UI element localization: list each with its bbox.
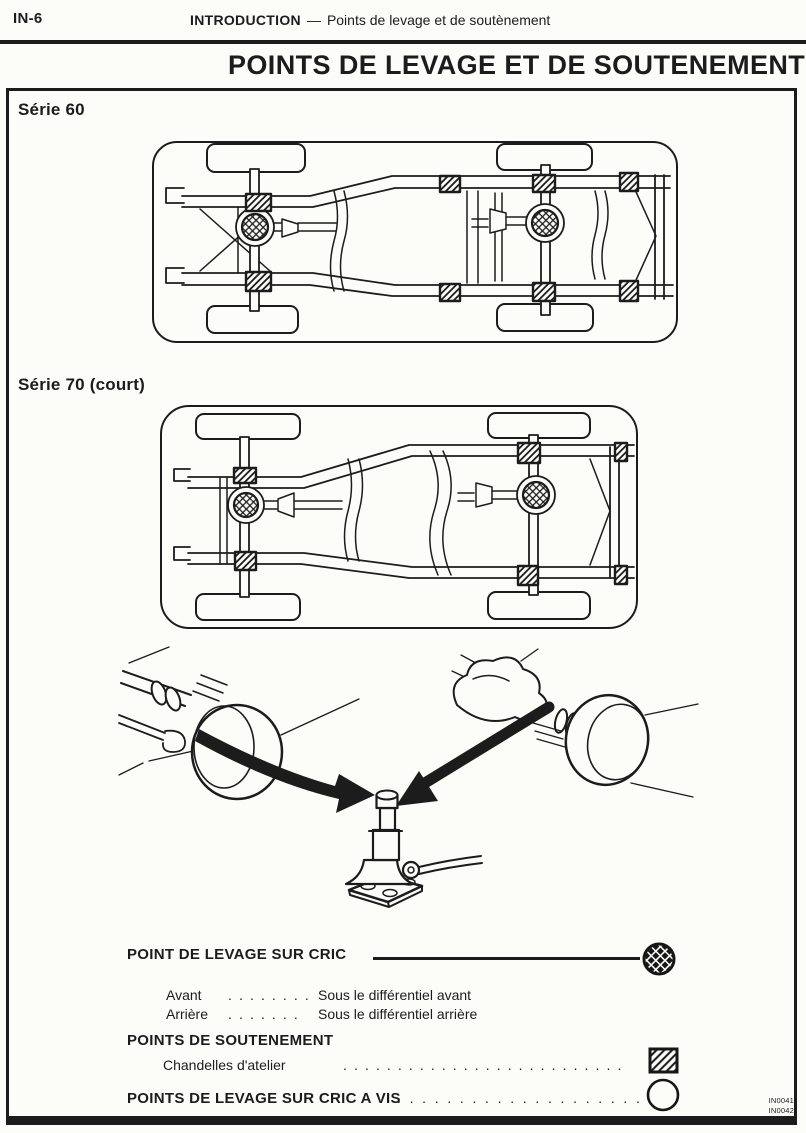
figure-code: IN0041 — [768, 1096, 794, 1105]
header-separator: — — [306, 12, 321, 28]
lift-point-icons — [227, 475, 556, 524]
crossmembers — [199, 174, 665, 300]
body-outline — [160, 405, 638, 629]
drive-shafts — [257, 482, 518, 518]
jack-under-differential-illustration — [118, 646, 699, 908]
legend-term: Arrière — [166, 1006, 209, 1022]
rear-differential-drawing — [452, 656, 650, 787]
open-circle-icon — [646, 1078, 680, 1112]
header-section: INTRODUCTION — [190, 12, 301, 28]
context-lines — [118, 646, 699, 798]
legend-row-chandelles: Chandelles d'atelier . . . . . . . . . .… — [0, 1057, 806, 1075]
drive-shafts — [271, 208, 529, 238]
legend-row-arriere: Arrière . . . . . . . Sous le différenti… — [0, 1006, 806, 1024]
legend-row-avant: Avant . . . . . . . . Sous le différenti… — [0, 987, 806, 1005]
legend-term: Chandelles d'atelier — [163, 1057, 286, 1073]
legend-heading-support: POINTS DE SOUTENEMENT — [127, 1032, 334, 1049]
figure-code: IN0042 — [768, 1105, 794, 1115]
crossmembers — [219, 446, 620, 578]
body-outline — [152, 141, 678, 343]
dot-leader: . . . . . . . . . . . . . . . . . . . . — [397, 1090, 643, 1106]
content-box — [6, 88, 797, 1125]
legend-term: Avant — [166, 987, 202, 1003]
crosshatch-circle-icon — [642, 942, 676, 976]
legend-desc: Sous le différentiel arrière — [318, 1006, 478, 1022]
legend-row-cric-a-vis: POINTS DE LEVAGE SUR CRIC A VIS . . . . … — [0, 1090, 806, 1110]
dot-leader: . . . . . . . — [228, 1006, 300, 1022]
wheels — [206, 143, 594, 334]
legend-rule — [373, 957, 640, 960]
page-number: IN-6 — [13, 10, 43, 27]
dot-leader: . . . . . . . . — [228, 987, 311, 1003]
pointer-arrows — [195, 701, 555, 813]
chassis-diagram-serie-60 — [152, 141, 678, 343]
dot-leader: . . . . . . . . . . . . . . . . . . . . … — [343, 1057, 623, 1073]
figure-label-serie-60: Série 60 — [18, 100, 85, 119]
header-subtitle: Points de levage et de soutènement — [326, 12, 551, 28]
running-header: INTRODUCTION — Points de levage et de sout… — [190, 12, 550, 28]
page-title: POINTS DE LEVAGE ET DE SOUTENEMENT — [228, 50, 806, 80]
figure-label-serie-70: Série 70 (court) — [18, 375, 145, 394]
legend-heading-screw-jack: POINTS DE LEVAGE SUR CRIC A VIS — [127, 1090, 401, 1107]
wheels — [195, 412, 591, 621]
diagonal-hatch-square-icon — [648, 1047, 679, 1074]
legend-heading-lift-point: POINT DE LEVAGE SUR CRIC — [127, 946, 347, 963]
chassis-diagram-serie-70 — [160, 405, 638, 629]
figure-code-list: IN0041 IN0042 — [750, 1096, 794, 1115]
header-rule — [0, 40, 806, 44]
legend-desc: Sous le différentiel avant — [318, 987, 472, 1003]
bottle-jack-drawing — [344, 789, 483, 908]
support-point-icons — [232, 441, 629, 587]
support-point-icons — [244, 171, 640, 303]
rear-axle — [528, 434, 539, 596]
